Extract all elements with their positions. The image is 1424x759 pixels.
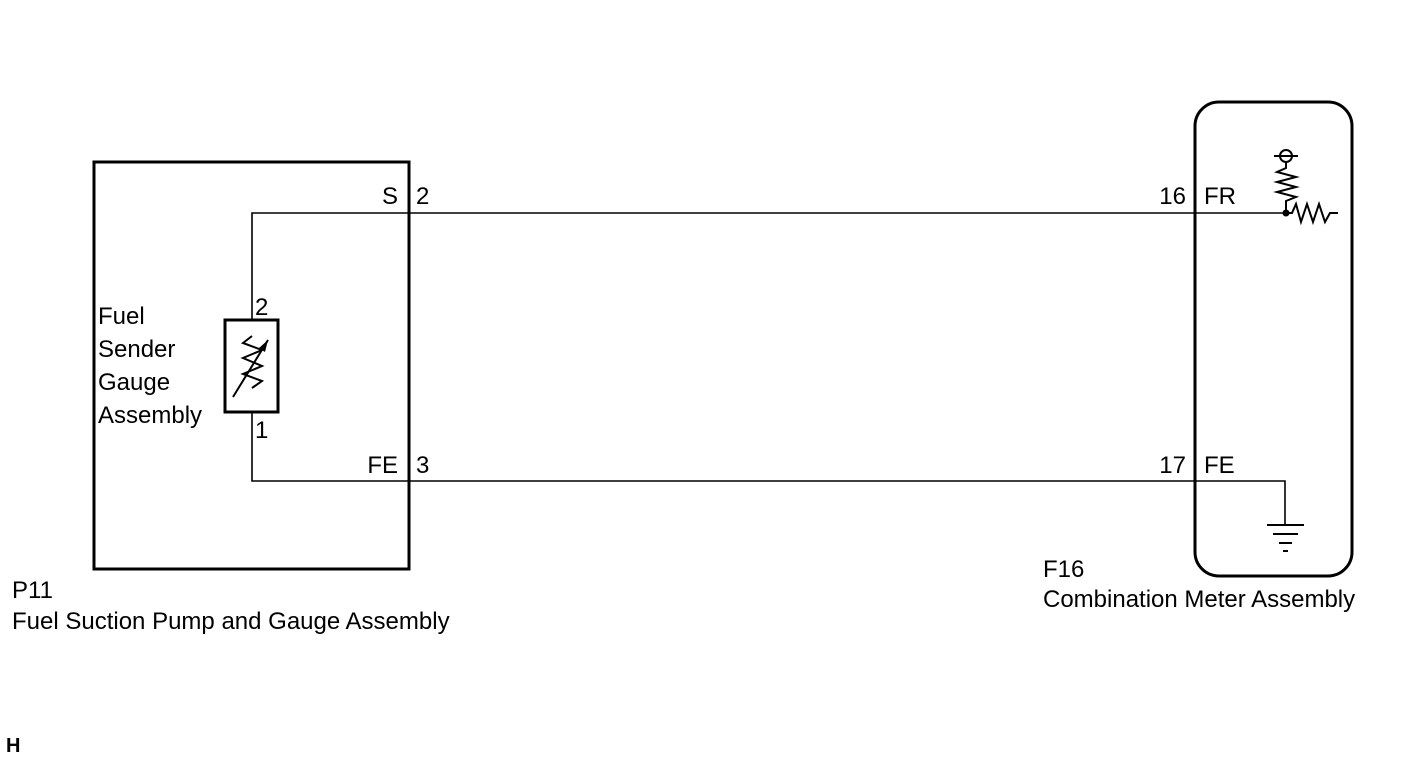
power-terminal-icon — [1274, 149, 1298, 163]
f16-fe-terminal-pin: 17 — [1159, 452, 1186, 479]
f16-name: Combination Meter Assembly — [1043, 586, 1355, 613]
variable-resistor-icon — [232, 335, 269, 398]
sender-label-line-1: Fuel — [98, 303, 145, 330]
p11-s-terminal-pin: 2 — [416, 183, 429, 210]
sender-label-line-2: Sender — [98, 336, 175, 363]
p11-s-terminal-name: S — [382, 183, 398, 210]
f16-fe-terminal-name: FE — [1204, 452, 1235, 479]
p11-component-box — [92, 160, 411, 571]
sender-label-line-3: Gauge — [98, 369, 170, 396]
ground-icon — [1267, 524, 1304, 552]
sender-label-line-4: Assembly — [98, 402, 202, 429]
p11-name: Fuel Suction Pump and Gauge Assembly — [12, 608, 450, 635]
p11-code: P11 — [12, 577, 53, 604]
sender-pin-bottom: 1 — [255, 417, 268, 444]
sender-pin-top: 2 — [255, 294, 268, 321]
wire-s-fr — [251, 212, 1287, 320]
wire-fe-fe — [251, 412, 1286, 524]
sender-gauge-box — [223, 318, 280, 414]
p11-fe-terminal-name: FE — [367, 452, 398, 479]
f16-fr-terminal-pin: 16 — [1159, 183, 1186, 210]
f16-code: F16 — [1043, 556, 1084, 583]
corner-code: H — [6, 735, 20, 757]
f16-component-box — [1193, 100, 1354, 578]
f16-fr-terminal-name: FR — [1204, 183, 1236, 210]
resistor-icon — [1273, 162, 1338, 226]
p11-fe-terminal-pin: 3 — [416, 452, 429, 479]
